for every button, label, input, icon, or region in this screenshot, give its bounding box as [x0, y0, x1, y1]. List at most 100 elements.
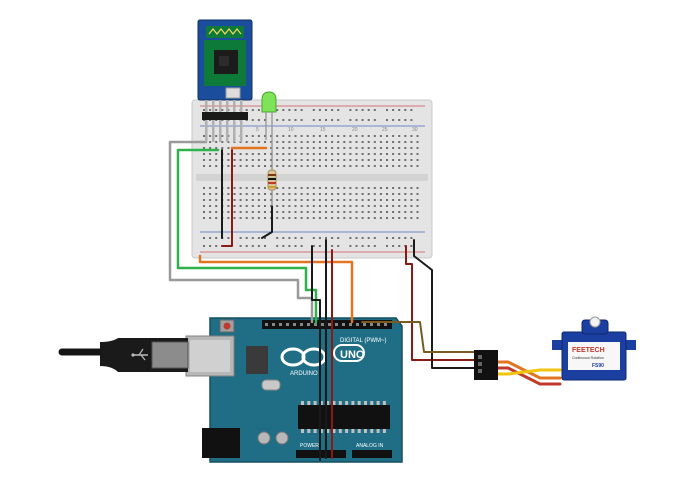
- bb-hole: [264, 217, 266, 219]
- bb-rail-hole: [251, 109, 254, 111]
- bb-hole: [331, 193, 334, 195]
- bb-hole: [398, 141, 401, 143]
- bb-hole: [404, 141, 407, 143]
- bb-col-number: 25: [382, 127, 388, 133]
- bb-hole: [416, 211, 419, 213]
- bb-rail-hole: [404, 119, 407, 121]
- bb-hole: [325, 135, 327, 137]
- bb-rail-hole: [331, 119, 334, 121]
- bb-hole: [227, 187, 230, 189]
- bb-hole: [386, 135, 388, 137]
- servo-cable-red: [494, 366, 562, 386]
- bb-hole: [398, 217, 401, 219]
- bb-rail-hole: [331, 237, 334, 239]
- bb-hole: [398, 211, 401, 213]
- bb-hole: [386, 211, 388, 213]
- bb-hole: [355, 135, 358, 137]
- breadboard-holes: [203, 109, 419, 247]
- bb-hole: [288, 187, 291, 189]
- bb-hole: [386, 187, 388, 189]
- wires: [168, 140, 562, 461]
- chip-pin: [364, 429, 367, 433]
- bb-hole: [245, 193, 248, 195]
- bb-hole: [209, 205, 212, 207]
- bb-rail-hole: [361, 237, 364, 239]
- bb-hole: [331, 217, 334, 219]
- header-pin: [279, 323, 282, 326]
- header-pin: [370, 323, 373, 326]
- bb-hole: [300, 199, 303, 201]
- bb-hole: [215, 205, 218, 207]
- bb-hole: [215, 211, 218, 213]
- bb-rail-hole: [300, 237, 303, 239]
- bb-hole: [312, 205, 315, 207]
- bb-hole: [288, 205, 291, 207]
- bb-hole: [349, 187, 352, 189]
- bb-col-number: 5: [256, 127, 259, 133]
- bb-hole: [355, 217, 358, 219]
- bb-hole: [410, 165, 413, 167]
- chip-pin: [319, 401, 323, 405]
- bb-hole: [294, 217, 297, 219]
- bb-rail-hole: [257, 109, 260, 111]
- servo-cable-yellow: [494, 368, 562, 376]
- bb-hole: [245, 205, 248, 207]
- bb-hole: [245, 141, 248, 143]
- bb-hole: [300, 165, 303, 167]
- bb-hole: [288, 141, 291, 143]
- bb-hole: [416, 159, 419, 161]
- servo-tab-right: [620, 340, 636, 350]
- bb-rail-hole: [203, 109, 205, 111]
- wire-black-gnd: [311, 245, 321, 461]
- bb-hole: [270, 199, 273, 201]
- bb-hole: [361, 135, 364, 137]
- bb-hole: [233, 159, 236, 161]
- bb-hole: [233, 165, 236, 167]
- bb-hole: [416, 193, 419, 195]
- bb-hole: [264, 135, 266, 137]
- bb-hole: [343, 199, 346, 201]
- chip-pin: [345, 401, 349, 405]
- bb-hole: [209, 165, 212, 167]
- bb-hole: [215, 141, 218, 143]
- bb-hole: [251, 159, 254, 161]
- bb-hole: [325, 211, 327, 213]
- atmega-chip-pins: [301, 401, 386, 433]
- bb-hole: [325, 165, 327, 167]
- bb-hole: [264, 211, 266, 213]
- chip-pin: [382, 429, 386, 433]
- bb-hole: [209, 147, 212, 149]
- bb-hole: [386, 159, 388, 161]
- chip-pin: [376, 401, 380, 405]
- bb-hole: [349, 217, 352, 219]
- bb-hole: [355, 147, 358, 149]
- bb-hole: [239, 153, 242, 155]
- bb-hole: [349, 211, 352, 213]
- bb-hole: [264, 205, 266, 207]
- bb-hole: [276, 135, 279, 137]
- bb-hole: [343, 193, 346, 195]
- bb-hole: [337, 165, 340, 167]
- bt-chip-inner: [219, 56, 229, 66]
- chip-pin: [357, 401, 361, 405]
- bb-hole: [355, 187, 358, 189]
- bb-hole: [209, 187, 212, 189]
- bb-hole: [209, 159, 212, 161]
- bb-hole: [361, 141, 364, 143]
- bb-hole: [239, 187, 242, 189]
- bb-hole: [349, 199, 352, 201]
- crystal: [261, 379, 281, 391]
- bb-hole: [257, 153, 260, 155]
- usb-icon: [131, 348, 148, 361]
- bb-hole: [398, 147, 401, 149]
- bb-hole: [361, 153, 364, 155]
- bb-hole: [282, 147, 285, 149]
- bb-col-number: 30: [412, 127, 418, 133]
- bb-rail-hole: [325, 237, 327, 239]
- bb-hole: [355, 199, 358, 201]
- bb-hole: [373, 193, 376, 195]
- bb-hole: [337, 211, 340, 213]
- bb-hole: [373, 153, 376, 155]
- wire-servo-black: [413, 239, 475, 369]
- bb-hole: [343, 165, 346, 167]
